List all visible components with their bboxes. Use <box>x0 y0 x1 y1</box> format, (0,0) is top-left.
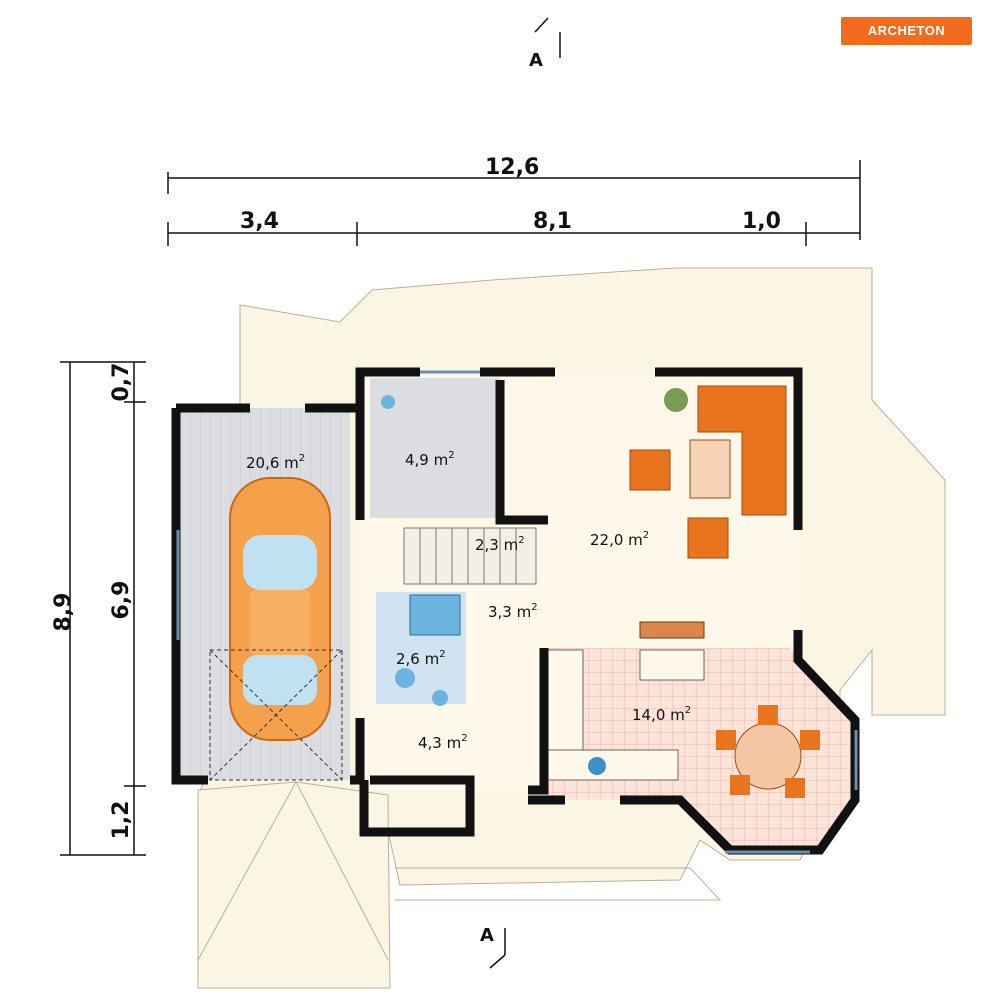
dim-left-total: 8,9 <box>51 593 76 632</box>
car-icon <box>229 477 331 741</box>
room-area-dining: 14,0 m2 <box>632 705 691 724</box>
archeton-logo: ARCHETON <box>841 17 972 45</box>
room-area-bath: 2,6 m2 <box>396 649 446 668</box>
kitchen-counter <box>547 621 705 781</box>
room-area-living: 22,0 m2 <box>590 530 649 549</box>
windows <box>176 370 858 854</box>
garage-door <box>209 649 343 781</box>
section-mark-bottom: A <box>480 925 494 946</box>
section-mark-top: A <box>529 50 543 71</box>
dim-top-right: 1,0 <box>742 209 781 234</box>
sofa-icon <box>629 385 787 559</box>
stairs <box>403 527 537 585</box>
dim-top-total: 12,6 <box>485 155 539 180</box>
dimension-lines <box>60 160 861 856</box>
room-area-boiler: 4,9 m2 <box>405 450 455 469</box>
room-area-hall: 3,3 m2 <box>488 602 538 621</box>
dining-table-icon <box>716 705 820 798</box>
dim-top-left: 3,4 <box>240 209 279 234</box>
plant-icon <box>664 388 688 412</box>
room-area-vestibule: 4,3 m2 <box>418 733 468 752</box>
room-area-stairs: 2,3 m2 <box>475 535 525 554</box>
dim-top-mid: 8,1 <box>533 209 572 234</box>
dim-left-mid: 6,9 <box>109 581 134 620</box>
walls <box>171 367 860 855</box>
bathroom-fixtures <box>381 395 461 706</box>
room-area-garage: 20,6 m2 <box>246 453 305 472</box>
dim-left-bottom: 1,2 <box>109 801 134 840</box>
section-arrows <box>489 17 561 969</box>
dim-left-top: 0,7 <box>109 363 134 402</box>
